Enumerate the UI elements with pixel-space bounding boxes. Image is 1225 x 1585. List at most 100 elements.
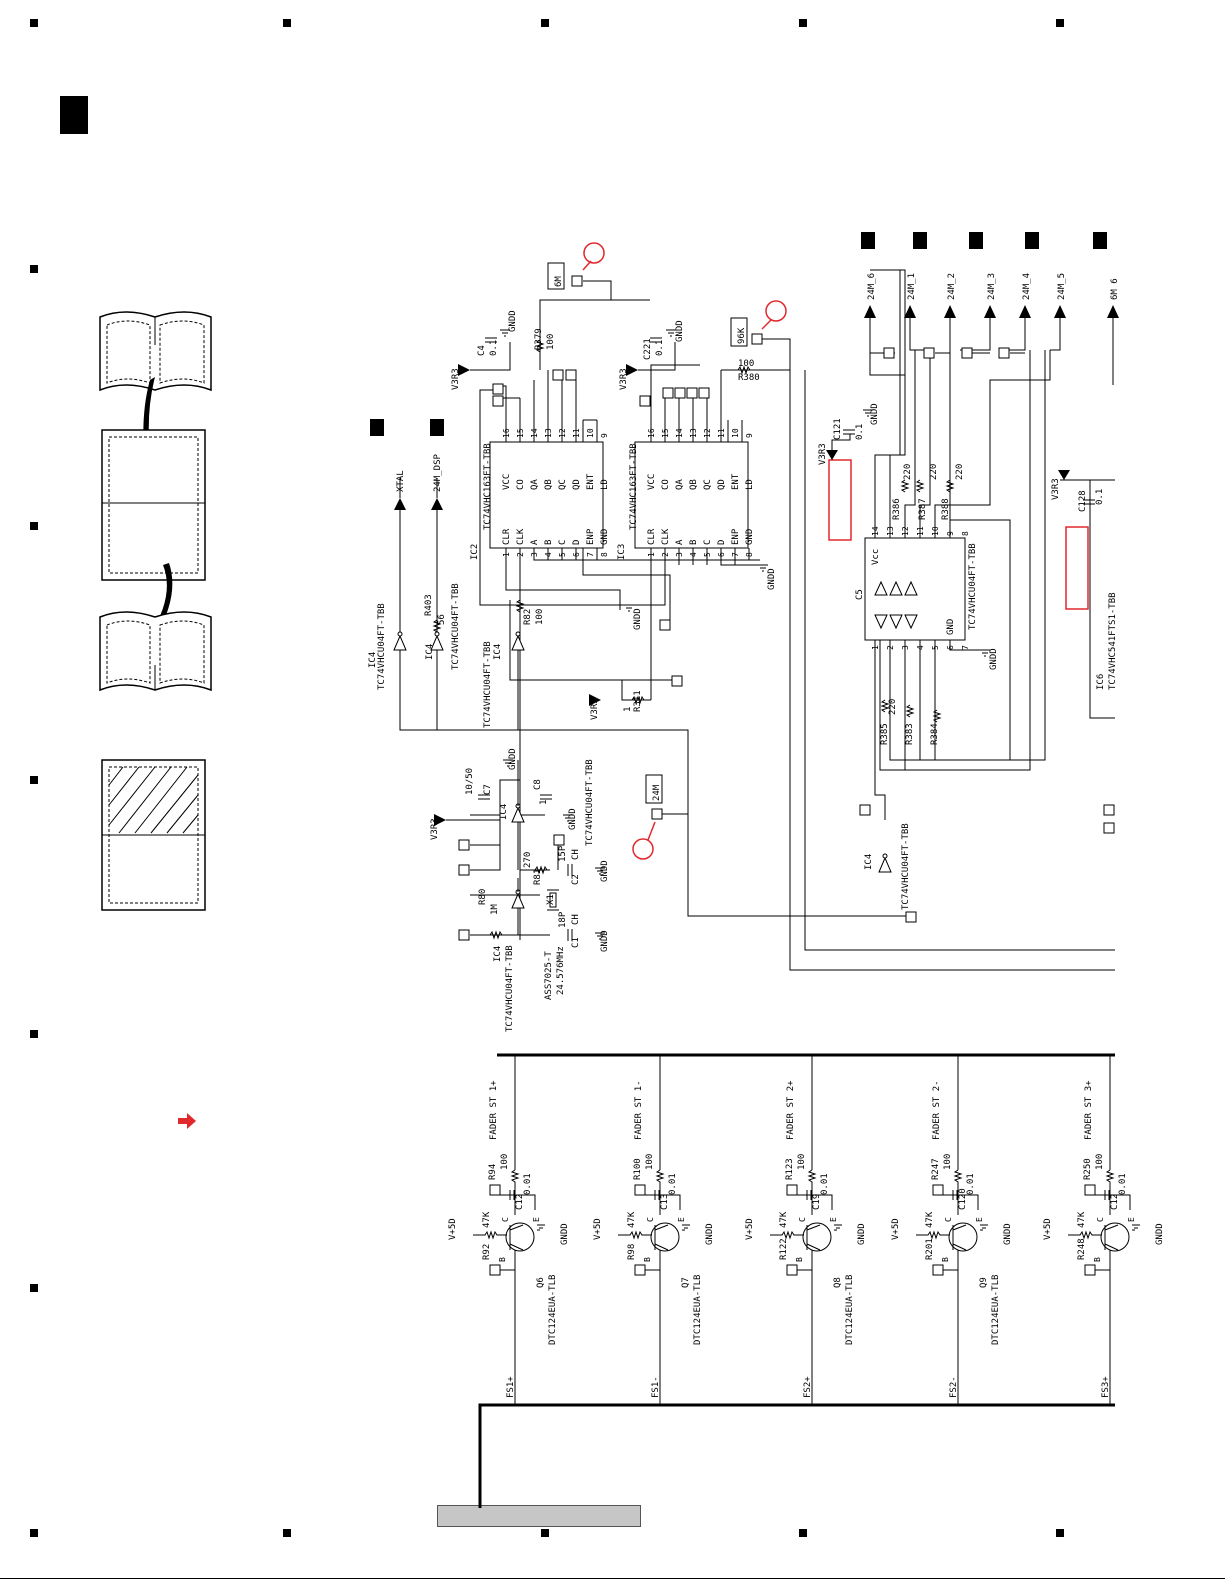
pin-number: 5: [931, 645, 940, 650]
pin-number: 13: [886, 526, 895, 536]
part-ref: C8: [533, 779, 543, 790]
pin-label: QB: [689, 479, 699, 490]
part-ref: C19: [812, 1194, 822, 1210]
pin-letter: C: [646, 1217, 655, 1222]
part-value: 47K: [1077, 1211, 1087, 1228]
pin-number: 8: [745, 552, 754, 557]
page-guide: [99, 311, 212, 911]
pin-number: 2: [886, 645, 895, 650]
registration-mark: [799, 1529, 807, 1537]
pin-label: GND: [745, 529, 755, 545]
net-v5d: V+5D: [448, 1218, 458, 1240]
pin-label: QC: [703, 479, 713, 490]
part-ref: C2: [571, 874, 581, 885]
pin-label: D: [717, 540, 727, 545]
net-v5d: V+5D: [593, 1218, 603, 1240]
test-point: [634, 1264, 646, 1276]
net-gndd: GNDD: [508, 748, 518, 770]
pin-number: 11: [572, 428, 581, 438]
connector-tab: [969, 232, 983, 249]
pin-letter: E: [1127, 1217, 1136, 1222]
pin-number: 16: [647, 428, 656, 438]
inverter-part: TC74VHCU04FT-TBB: [377, 603, 387, 690]
pin-number: 3: [530, 552, 539, 557]
pin-number: 16: [502, 428, 511, 438]
pin-number: 6: [717, 552, 726, 557]
pin-letter: B: [795, 1257, 804, 1262]
inverter-ref: IC4: [499, 804, 509, 820]
connector-tab: [1093, 232, 1107, 249]
inverter-ref: IC4: [864, 854, 874, 870]
net-gndd: GNDD: [600, 860, 610, 882]
part-value: 100: [1095, 1154, 1105, 1170]
fs-label: FS3+: [1101, 1376, 1111, 1398]
part-value: 1: [539, 800, 549, 805]
part-value: 0.01: [1118, 1173, 1128, 1195]
output-label: 24M_3: [987, 273, 997, 300]
part-ref: R250: [1083, 1158, 1093, 1180]
test-point: [932, 1184, 944, 1196]
part-ref: R403: [424, 594, 434, 616]
part-ref: X1: [546, 894, 556, 905]
net-gndd: GNDD: [1003, 1223, 1013, 1245]
pin-number: 5: [703, 552, 712, 557]
pin-label: QD: [572, 479, 582, 490]
pin-label: D: [572, 540, 582, 545]
output-label: 24M_1: [907, 273, 917, 300]
registration-mark: [30, 776, 38, 784]
pin-label: ENP: [586, 528, 596, 545]
part-ref: R385: [880, 723, 890, 745]
inverter-ref: IC4: [493, 644, 503, 660]
pin-number: 7: [586, 552, 595, 557]
pin-number: 11: [916, 526, 925, 536]
part-value: 15P: [558, 845, 568, 862]
pin-number: 5: [558, 552, 567, 557]
pin-number: 7: [961, 645, 970, 650]
pin-number: 4: [916, 645, 925, 650]
registration-mark: [30, 19, 38, 27]
registration-mark: [283, 1529, 291, 1537]
part-ref: Q8: [833, 1277, 843, 1288]
output-label: 6M 6: [1110, 278, 1120, 300]
pin-label: QA: [675, 479, 685, 490]
fader-net-label: FADER ST 3+: [1084, 1080, 1094, 1140]
pin-label: VCC: [647, 474, 657, 490]
ic3-ref: IC3: [617, 544, 627, 560]
probe-circle: [765, 300, 787, 322]
part-value: 1M: [490, 904, 500, 915]
net-v3r3: V3R3: [1051, 478, 1061, 500]
inverter-part: TC74VHCU04FT-TBB: [483, 641, 493, 728]
c5-vcc: Vcc: [871, 549, 881, 565]
pin-label: CLR: [502, 528, 512, 545]
footer-bar: [437, 1505, 641, 1527]
part-ref: R100: [633, 1158, 643, 1180]
registration-mark: [541, 1529, 549, 1537]
bottom-rule: [0, 1578, 1225, 1579]
ic2-ref: IC2: [470, 544, 480, 560]
pin-label: VCC: [502, 474, 512, 490]
part-ref: R94: [488, 1164, 498, 1180]
registration-mark: [1056, 1529, 1064, 1537]
test-point: [634, 1184, 646, 1196]
registration-mark: [30, 1030, 38, 1038]
part-value: 100: [500, 1154, 510, 1170]
part-ref: R92: [482, 1244, 492, 1260]
pin-number: 11: [717, 428, 726, 438]
label-24m-dsp: 24M_DSP: [433, 453, 443, 492]
pin-letter: C: [1096, 1217, 1105, 1222]
part-ref: Q6: [536, 1277, 546, 1288]
part-ref: R388: [941, 498, 951, 520]
part-value: 47K: [482, 1211, 492, 1228]
pin-number: 1: [647, 552, 656, 557]
probe-circle: [583, 242, 605, 264]
inverter-ref: IC4: [493, 946, 503, 962]
net-v5d: V+5D: [1043, 1218, 1053, 1240]
pin-label: QB: [544, 479, 554, 490]
part-ref: R123: [785, 1158, 795, 1180]
test-point: [786, 1184, 798, 1196]
part-ref: R98: [627, 1244, 637, 1260]
pin-number: 9: [745, 433, 754, 438]
hatched-sheet-icon: [101, 759, 206, 911]
part-value: 0.01: [966, 1173, 976, 1195]
net-v3r3: V3R3: [451, 368, 461, 390]
